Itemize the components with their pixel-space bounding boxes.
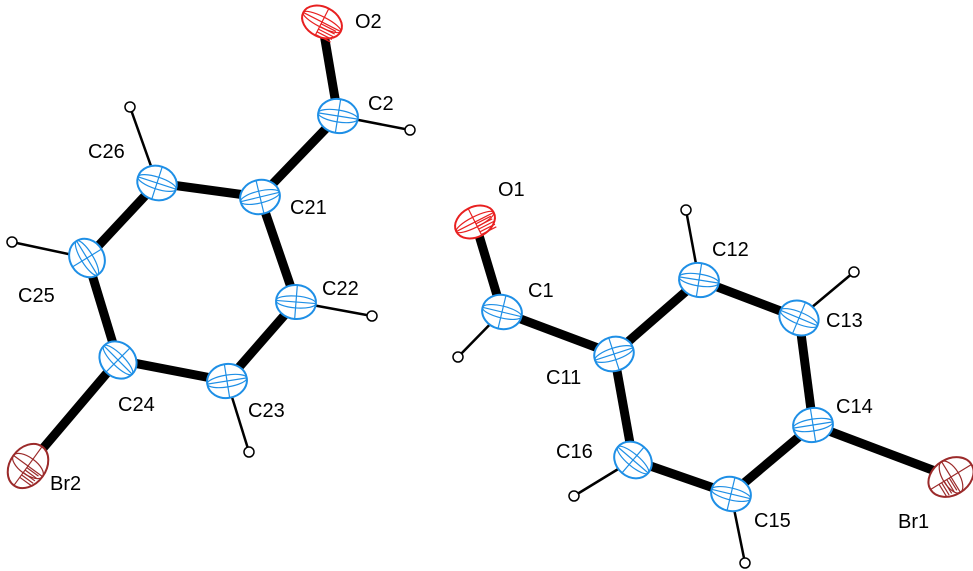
hydrogen-atom [404,124,416,136]
atom-label-c16: C16 [556,441,593,463]
hydrogen-atom [366,310,378,322]
atom-label-br2: Br2 [50,473,81,495]
atom-label-c23: C23 [248,400,285,422]
atom-c1 [481,293,523,331]
bonds [11,21,953,564]
atom-c26 [136,164,178,202]
atom-c12 [678,261,720,299]
atom-label-c21: C21 [290,197,327,219]
bond-C22-C21 [255,195,301,304]
atom-label-o2: O2 [355,11,382,33]
hydrogen-atom [243,446,255,458]
hydrogen-atom [124,101,136,113]
atom-br2 [6,442,50,490]
hydrogen-atom [568,490,580,502]
atom-c16 [613,440,653,480]
atom-label-c11: C11 [546,367,581,389]
atom-label-c13: C13 [826,310,863,332]
atom-c21 [239,178,281,216]
atom-label-c14: C14 [836,396,873,418]
atom-br1 [927,456,973,498]
hydrogen-atom [452,351,464,363]
atom-c15 [710,475,752,513]
hydrogen-atoms [6,101,860,569]
bond-C14-Br1 [811,420,953,482]
atom-c23 [206,362,248,400]
atom-c2 [317,97,359,135]
hydrogen-atom [848,266,860,278]
hydrogen-atom [739,557,751,569]
atom-label-c1: C1 [528,280,554,302]
atom-c13 [778,299,820,337]
atom-label-o1: O1 [498,179,525,201]
atom-o1 [454,204,497,240]
hydrogen-atom [680,204,692,216]
atom-c24 [98,340,138,380]
atom-label-c2: C2 [368,93,394,115]
atom-label-c25: C25 [18,285,55,307]
atom-c25 [68,237,106,279]
atom-c22 [275,283,317,321]
hydrogen-atom [6,236,18,248]
atom-c11 [593,335,635,373]
atom-label-c24: C24 [118,394,155,416]
atom-c14 [792,406,834,444]
atom-o2 [301,4,343,43]
atom-label-c26: C26 [88,141,125,163]
atom-label-c22: C22 [322,278,359,300]
atom-label-c12: C12 [712,239,749,261]
atom-label-c15: C15 [754,510,791,532]
atoms [6,4,973,513]
atom-label-br1: Br1 [898,511,929,533]
